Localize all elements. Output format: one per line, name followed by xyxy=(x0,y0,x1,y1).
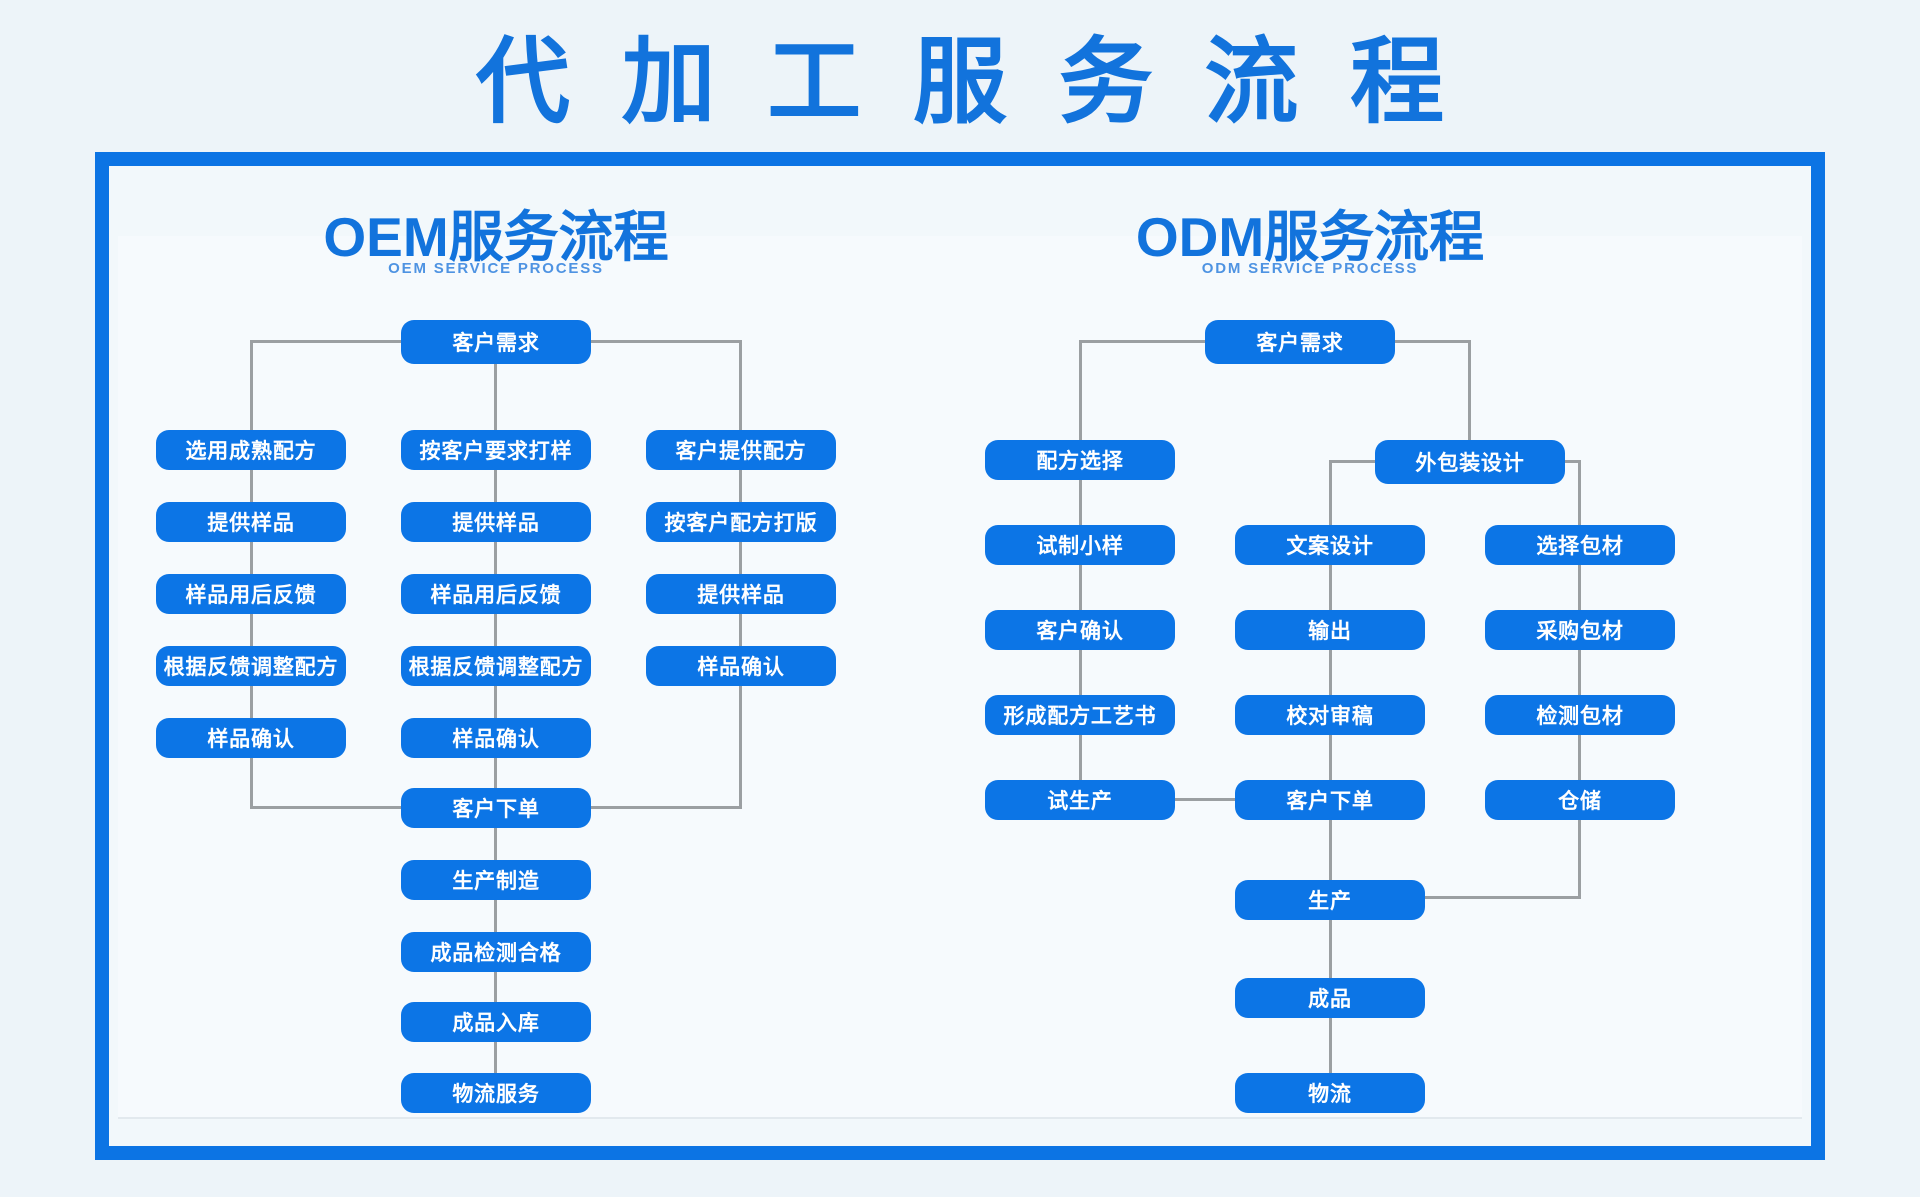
oem-node-adjust-formula-left: 根据反馈调整配方 xyxy=(156,646,346,686)
oem-node-pattern-by-formula: 按客户配方打版 xyxy=(646,502,836,542)
page-title: 代加工服务流程 xyxy=(475,29,1496,134)
odm-node-select-packaging: 选择包材 xyxy=(1485,525,1675,565)
oem-section-subtitle: OEM SERVICE PROCESS xyxy=(388,260,604,277)
oem-node-adjust-formula-mid: 根据反馈调整配方 xyxy=(401,646,591,686)
odm-node-customer-order: 客户下单 xyxy=(1235,780,1425,820)
connector-line xyxy=(1468,340,1471,442)
connector-line xyxy=(1079,340,1082,800)
odm-node-formula-process-book: 形成配方工艺书 xyxy=(985,695,1175,735)
oem-node-sample-feedback-mid: 样品用后反馈 xyxy=(401,574,591,614)
odm-section-subtitle: ODM SERVICE PROCESS xyxy=(1201,260,1419,277)
oem-node-customer-order: 客户下单 xyxy=(401,788,591,828)
odm-section-title: ODM服务流程 xyxy=(1135,206,1485,268)
odm-node-packaging-design: 外包装设计 xyxy=(1375,440,1565,484)
connector-line xyxy=(1578,460,1581,898)
connector-line xyxy=(1079,798,1331,801)
odm-node-production: 生产 xyxy=(1235,880,1425,920)
odm-node-customer-confirm: 客户确认 xyxy=(985,610,1175,650)
oem-section-title: OEM服务流程 xyxy=(323,206,669,268)
odm-node-finished-product: 成品 xyxy=(1235,978,1425,1018)
odm-node-trial-sample: 试制小样 xyxy=(985,525,1175,565)
oem-node-logistics: 物流服务 xyxy=(401,1073,591,1113)
odm-node-proofreading: 校对审稿 xyxy=(1235,695,1425,735)
oem-node-stock-in: 成品入库 xyxy=(401,1002,591,1042)
oem-node-mature-formula: 选用成熟配方 xyxy=(156,430,346,470)
oem-node-provide-sample-right: 提供样品 xyxy=(646,574,836,614)
oem-node-sample-confirm-right: 样品确认 xyxy=(646,646,836,686)
oem-node-manufacture: 生产制造 xyxy=(401,860,591,900)
oem-node-sample-confirm-mid: 样品确认 xyxy=(401,718,591,758)
oem-node-sample-confirm-left: 样品确认 xyxy=(156,718,346,758)
odm-node-logistics: 物流 xyxy=(1235,1073,1425,1113)
oem-node-sample-feedback-left: 样品用后反馈 xyxy=(156,574,346,614)
odm-node-formula-selection: 配方选择 xyxy=(985,440,1175,480)
connector-line xyxy=(494,342,497,1073)
oem-node-customer-formula: 客户提供配方 xyxy=(646,430,836,470)
connector-line xyxy=(1329,896,1581,899)
connector-line xyxy=(1329,460,1332,1093)
odm-node-copy-design: 文案设计 xyxy=(1235,525,1425,565)
odm-node-warehouse: 仓储 xyxy=(1485,780,1675,820)
oem-node-customer-need: 客户需求 xyxy=(401,320,591,364)
oem-node-provide-sample-mid: 提供样品 xyxy=(401,502,591,542)
odm-node-inspect-packaging: 检测包材 xyxy=(1485,695,1675,735)
oem-node-sample-by-request: 按客户要求打样 xyxy=(401,430,591,470)
odm-node-output: 输出 xyxy=(1235,610,1425,650)
oem-node-provide-sample-left: 提供样品 xyxy=(156,502,346,542)
flowchart-canvas xyxy=(118,236,1802,1119)
odm-node-customer-need: 客户需求 xyxy=(1205,320,1395,364)
odm-node-purchase-packaging: 采购包材 xyxy=(1485,610,1675,650)
oem-node-quality-inspection: 成品检测合格 xyxy=(401,932,591,972)
odm-node-trial-production: 试生产 xyxy=(985,780,1175,820)
